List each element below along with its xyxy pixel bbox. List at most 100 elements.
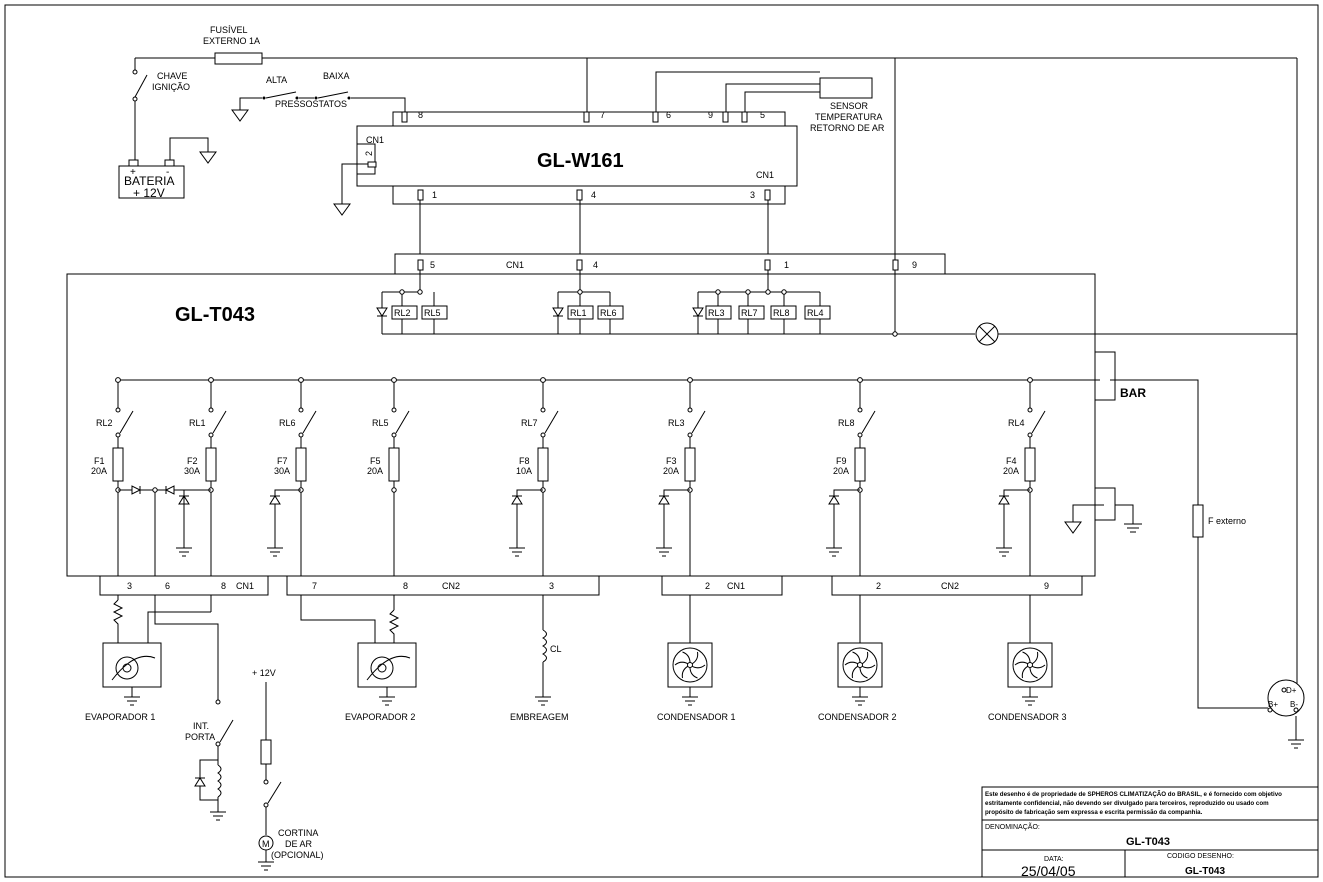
data-value: 25/04/05 xyxy=(1021,863,1076,879)
relay-coil-label: RL6 xyxy=(600,308,617,318)
fuse-symbol xyxy=(684,447,696,482)
evaporator-1-label: EVAPORADOR 1 xyxy=(85,712,155,722)
denominacao-value: GL-T043 xyxy=(1126,836,1170,848)
fuse-symbol xyxy=(537,447,549,482)
pressure-switch-alta xyxy=(265,91,297,99)
clutch-coil-symbol xyxy=(541,629,547,663)
relay-coil-group-3: RL3 RL7 RL8 RL4 xyxy=(692,270,831,334)
svg-text:1: 1 xyxy=(784,260,789,270)
condenser-2-label: CONDENSADOR 2 xyxy=(818,712,897,722)
connector-label: CN1 xyxy=(236,581,254,591)
door-label-1: INT. xyxy=(193,721,209,731)
alternator-dplus: D+ xyxy=(1286,686,1297,695)
relay-coil-label: RL5 xyxy=(424,308,441,318)
w161-cn-bottom: CN1 xyxy=(756,170,774,180)
evaporator-2-label: EVAPORADOR 2 xyxy=(345,712,415,722)
fuse-rating: 30A xyxy=(274,466,290,476)
connector-pin: 3 xyxy=(127,581,132,591)
svg-text:7: 7 xyxy=(600,110,605,120)
door-label-2: PORTA xyxy=(185,732,215,742)
relay-contact-symbol xyxy=(691,410,706,434)
sensor-label-3: RETORNO DE AR xyxy=(810,123,885,133)
notice-line-3: propósito de fabricação sem expressa e e… xyxy=(985,809,1203,816)
relay-contact-symbol xyxy=(861,410,876,434)
curtain-label-2: DE AR xyxy=(285,839,313,849)
relay-label: RL7 xyxy=(521,418,538,428)
relay-contact-symbol xyxy=(1031,410,1046,434)
svg-text:4: 4 xyxy=(591,190,596,200)
fuse-symbol xyxy=(854,447,866,482)
t043-cn-top: CN1 xyxy=(506,260,524,270)
fuse-symbol xyxy=(112,447,124,482)
external-fuse-symbol xyxy=(214,52,263,65)
relay-label: RL5 xyxy=(372,418,389,428)
fuse-symbol xyxy=(388,447,400,482)
connector-cn2-a xyxy=(286,575,600,596)
condenser-3-symbol xyxy=(1007,595,1053,706)
fuse-label-2: EXTERNO 1A xyxy=(203,36,260,46)
relay-label: RL2 xyxy=(96,418,113,428)
fuse-rating: 20A xyxy=(367,466,383,476)
condenser-3-label: CONDENSADOR 3 xyxy=(988,712,1067,722)
svg-text:9: 9 xyxy=(912,260,917,270)
f-externo-label: F externo xyxy=(1208,516,1246,526)
curtain-fuse-symbol xyxy=(260,739,272,765)
ground-symbol xyxy=(333,203,351,216)
drawing-frame xyxy=(4,4,1319,878)
battery-minus: - xyxy=(166,167,169,178)
relay-coil-label: RL2 xyxy=(394,308,411,318)
ignition-switch-symbol xyxy=(134,74,148,98)
connector-pin: 8 xyxy=(403,581,408,591)
relay-coil-label: RL3 xyxy=(708,308,725,318)
svg-text:6: 6 xyxy=(666,110,671,120)
svg-text:1: 1 xyxy=(432,190,437,200)
relay-coil-group-1: RL2 RL5 xyxy=(376,270,448,334)
condenser-2-symbol xyxy=(837,595,883,706)
fuse-label: F9 xyxy=(836,456,847,466)
fuse-label: F2 xyxy=(187,456,198,466)
svg-text:4: 4 xyxy=(593,260,598,270)
battery-label-2: + 12V xyxy=(133,186,165,200)
relay-coil-label: RL8 xyxy=(773,308,790,318)
w161-pin: 8 xyxy=(401,110,423,123)
svg-text:8: 8 xyxy=(418,110,423,120)
fuse-rating: 20A xyxy=(663,466,679,476)
svg-text:5: 5 xyxy=(760,110,765,120)
curtain-label-3: (OPCIONAL) xyxy=(271,850,324,860)
sensor-label-2: TEMPERATURA xyxy=(815,112,882,122)
door-relay-coil xyxy=(217,764,222,798)
curtain-switch-symbol xyxy=(267,781,282,804)
ground-symbol xyxy=(1064,521,1082,534)
battery-label-1: BATERIA xyxy=(124,174,174,188)
motor-label: M xyxy=(262,839,270,849)
svg-text:9: 9 xyxy=(708,110,713,120)
gl-t043-module: GL-T043 CN1 5 4 1 9 RL2 RL5 RL xyxy=(66,58,1297,709)
relay-coil-label: RL4 xyxy=(807,308,824,318)
clutch-coil-label: CL xyxy=(550,644,562,654)
ignition-label-2: IGNIÇÃO xyxy=(152,82,190,92)
connector-pin: 3 xyxy=(549,581,554,591)
connector-cn2-b xyxy=(831,575,1083,596)
alternator-bplus: B+ xyxy=(1268,700,1278,709)
connector-pin: 7 xyxy=(312,581,317,591)
loads: EVAPORADOR 1 INT. PORTA + 12V M CORTINA … xyxy=(85,595,1305,871)
connector-label: CN2 xyxy=(941,581,959,591)
svg-text:5: 5 xyxy=(430,260,435,270)
relay-contact-symbol xyxy=(119,410,134,434)
bar-connector xyxy=(1094,351,1116,401)
connector-pin: 2 xyxy=(876,581,881,591)
connector-cn1-b xyxy=(661,575,783,596)
fuse-rating: 30A xyxy=(184,466,200,476)
curtain-label-1: CORTINA xyxy=(278,828,318,838)
battery-plus: + xyxy=(130,167,136,178)
codigo-label: CODIGO DESENHO: xyxy=(1167,853,1234,860)
relay-label: RL6 xyxy=(279,418,296,428)
ground-symbol xyxy=(231,109,249,122)
fuse-symbol xyxy=(205,447,217,482)
